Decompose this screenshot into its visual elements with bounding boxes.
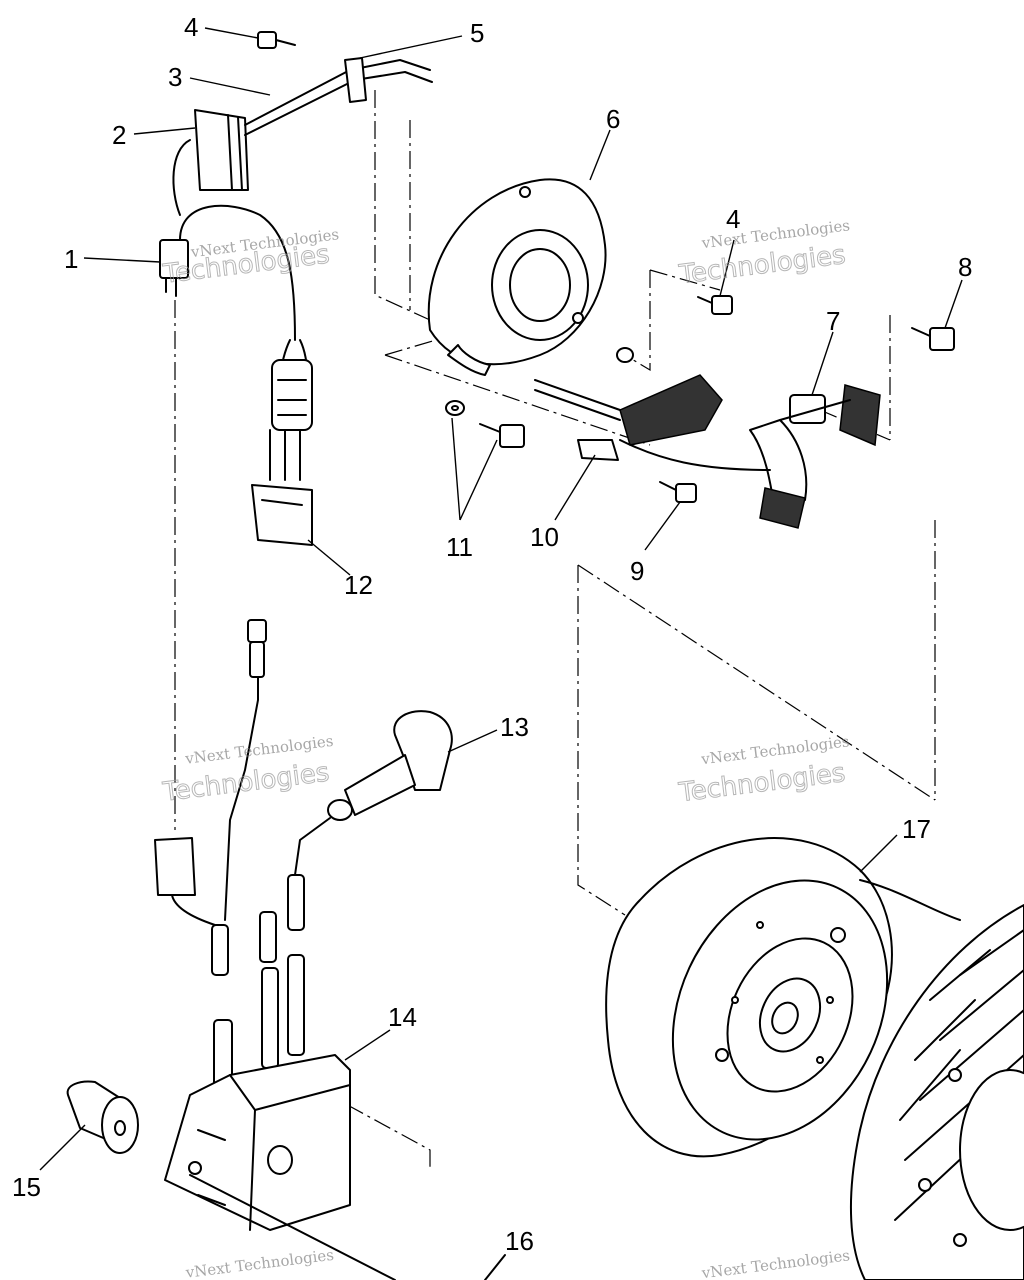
callout-17: 17 <box>902 814 931 844</box>
part-17-flywheel <box>605 837 961 1158</box>
watermark-bottom-right: vNext Technologies <box>700 1246 851 1280</box>
watermark-top-right: vNext Technologies Technologies <box>676 216 851 291</box>
callout-16: 16 <box>505 1226 534 1256</box>
callout-6: 6 <box>606 104 620 134</box>
callout-labels: 1 2 3 4 5 6 4 8 7 11 10 9 12 13 17 14 15… <box>12 12 972 1256</box>
part-13-spark-plug-cap <box>327 710 453 821</box>
pulser-coil <box>534 374 771 471</box>
callout-2: 2 <box>112 120 126 150</box>
watermark-text: vNext Technologies <box>184 1246 335 1280</box>
part-3-wire <box>244 57 433 136</box>
callout-13: 13 <box>500 712 529 742</box>
callout-9: 9 <box>630 556 644 586</box>
part-9-screw <box>659 481 697 503</box>
part-12-plug <box>251 339 313 546</box>
part-4-screw-top <box>257 31 296 49</box>
callout-3: 3 <box>168 62 182 92</box>
alignment-lines <box>174 90 936 1170</box>
part-15-bushing <box>66 1080 139 1154</box>
callout-1: 1 <box>64 244 78 274</box>
callout-7: 7 <box>826 306 840 336</box>
callout-12: 12 <box>344 570 373 600</box>
callout-8: 8 <box>958 252 972 282</box>
callout-4: 4 <box>184 12 198 42</box>
part-2-regulator <box>172 109 249 216</box>
part-8-screw <box>911 327 955 351</box>
part-16-pointer <box>189 1174 506 1280</box>
part-14-ignition-coil <box>164 954 351 1231</box>
callout-14: 14 <box>388 1002 417 1032</box>
callout-4b: 4 <box>726 204 740 234</box>
watermark-mid-right: vNext Technologies Technologies <box>676 732 850 809</box>
part-6-stator-plate <box>427 178 607 376</box>
part-4-screw-right <box>697 295 733 315</box>
cooling-fan <box>849 904 1024 1280</box>
callout-5: 5 <box>470 18 484 48</box>
callout-10: 10 <box>530 522 559 552</box>
leader-lines <box>39 27 963 1171</box>
callout-15: 15 <box>12 1172 41 1202</box>
part-7-coil-bracket <box>749 384 881 529</box>
watermark-mid-left: vNext Technologies Technologies <box>160 732 334 809</box>
callout-11: 11 <box>446 532 473 562</box>
watermark-top-left: vNext Technologies Technologies <box>160 225 340 290</box>
lead-wires <box>154 619 331 976</box>
watermark-bottom-left: vNext Technologies <box>184 1246 335 1280</box>
part-11-screw-washer <box>445 400 525 448</box>
part-1-connector <box>159 204 296 341</box>
washer-small <box>616 347 634 363</box>
watermark-text: vNext Technologies <box>700 1246 851 1280</box>
